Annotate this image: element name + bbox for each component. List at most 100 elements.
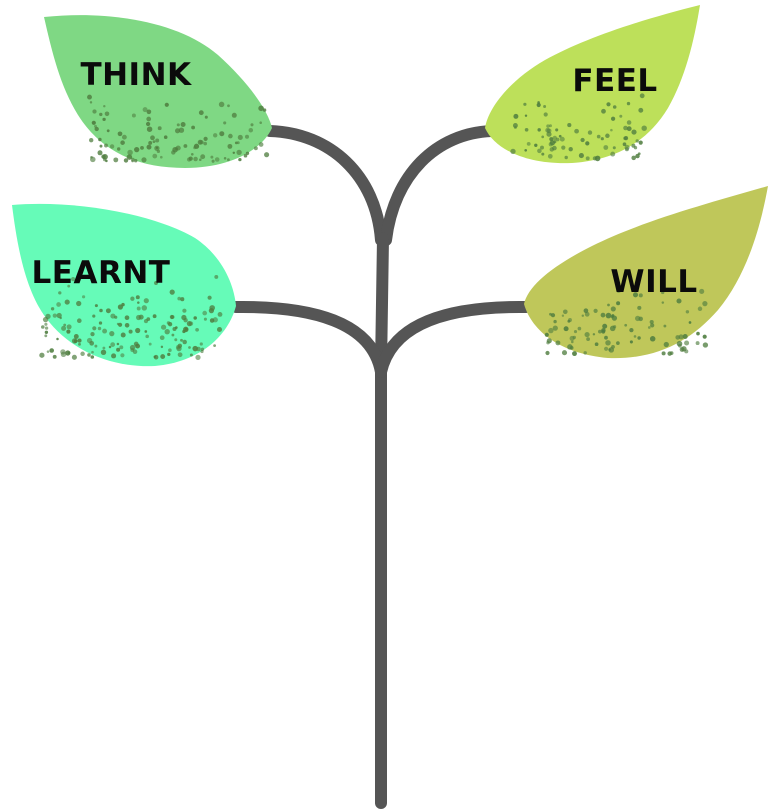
speckle-dot bbox=[610, 151, 616, 157]
speckle-dot bbox=[198, 110, 204, 116]
speckle-dot bbox=[203, 141, 207, 146]
speckle-dot bbox=[594, 342, 599, 347]
speckle-dot bbox=[146, 144, 152, 150]
speckle-dot bbox=[117, 131, 123, 137]
leaf-feel: FEEL bbox=[485, 5, 700, 164]
speckle-dot bbox=[46, 350, 50, 353]
leaf-think-shape bbox=[44, 15, 272, 169]
speckle-dot bbox=[126, 154, 133, 160]
speckle-dot bbox=[638, 293, 643, 298]
speckle-dot bbox=[228, 133, 233, 139]
upper-stem-joint bbox=[375, 232, 389, 374]
speckle-dot bbox=[580, 137, 585, 143]
speckle-dot bbox=[238, 157, 242, 162]
speckle-dot bbox=[141, 157, 147, 163]
speckle-dot bbox=[99, 112, 103, 117]
speckle-dot bbox=[583, 308, 589, 314]
speckle-dot bbox=[592, 333, 596, 336]
speckle-dot bbox=[526, 141, 531, 146]
speckle-dot bbox=[174, 326, 178, 329]
speckle-dot bbox=[585, 156, 590, 161]
speckle-dot bbox=[635, 315, 641, 322]
speckle-dot bbox=[120, 332, 126, 338]
speckle-dot bbox=[193, 156, 198, 162]
speckle-dot bbox=[45, 313, 51, 320]
speckle-dot bbox=[152, 314, 157, 319]
speckle-dot bbox=[250, 123, 254, 127]
speckle-dot bbox=[663, 324, 667, 328]
speckle-dot bbox=[264, 152, 270, 158]
speckle-dot bbox=[39, 352, 45, 358]
speckle-dot bbox=[537, 101, 540, 104]
speckle-dot bbox=[510, 148, 516, 155]
speckle-dot bbox=[633, 335, 637, 338]
speckle-dot bbox=[121, 134, 127, 140]
speckle-dot bbox=[182, 329, 186, 334]
speckle-dot bbox=[135, 327, 141, 334]
speckle-dot bbox=[572, 335, 576, 340]
speckle-dot bbox=[685, 310, 690, 314]
speckle-dot bbox=[141, 305, 148, 311]
speckle-dot bbox=[601, 108, 606, 114]
speckle-dot bbox=[183, 144, 188, 148]
speckle-dot bbox=[227, 143, 233, 149]
leaf-learnt-speckles bbox=[39, 274, 223, 361]
speckle-dot bbox=[136, 314, 142, 321]
speckle-dot bbox=[629, 340, 633, 344]
speckle-dot bbox=[568, 147, 573, 152]
speckle-dot bbox=[605, 340, 611, 346]
speckle-dot bbox=[111, 353, 117, 359]
speckle-dot bbox=[584, 332, 590, 338]
speckle-dot bbox=[624, 147, 629, 152]
speckle-dot bbox=[200, 154, 206, 160]
speckle-dot bbox=[94, 344, 98, 348]
speckle-dot bbox=[120, 140, 125, 145]
lower-branch-right bbox=[375, 300, 532, 378]
speckle-dot bbox=[90, 355, 95, 359]
speckle-dot bbox=[76, 300, 82, 307]
speckle-dot bbox=[603, 145, 609, 150]
speckle-dot bbox=[97, 326, 102, 331]
speckle-dot bbox=[66, 329, 71, 334]
speckle-dot bbox=[143, 298, 149, 304]
speckle-dot bbox=[214, 157, 220, 162]
speckle-dot bbox=[236, 149, 242, 156]
speckle-dot bbox=[663, 341, 669, 348]
speckle-dot bbox=[553, 140, 557, 144]
speckle-dot bbox=[193, 146, 197, 150]
speckle-dot bbox=[94, 126, 99, 132]
speckle-dot bbox=[541, 152, 545, 156]
speckle-dot bbox=[44, 326, 49, 330]
speckle-dot bbox=[131, 159, 134, 163]
speckle-dot bbox=[512, 123, 518, 128]
speckle-dot bbox=[258, 142, 264, 147]
speckle-dot bbox=[568, 318, 572, 322]
speckle-dot bbox=[585, 141, 590, 146]
speckle-dot bbox=[612, 325, 617, 329]
speckle-dot bbox=[213, 133, 218, 138]
speckle-dot bbox=[134, 159, 138, 163]
speckle-dot bbox=[153, 355, 157, 358]
speckle-dot bbox=[136, 306, 141, 311]
speckle-dot bbox=[207, 295, 212, 300]
speckle-dot bbox=[157, 126, 162, 131]
speckle-dot bbox=[610, 128, 613, 132]
speckle-dot bbox=[199, 342, 203, 346]
speckle-dot bbox=[524, 127, 529, 132]
speckle-dot bbox=[180, 122, 186, 127]
speckle-dot bbox=[124, 323, 130, 328]
speckle-dot bbox=[91, 350, 94, 354]
speckle-dot bbox=[181, 314, 187, 321]
speckle-dot bbox=[77, 338, 82, 343]
speckle-dot bbox=[626, 126, 632, 132]
speckle-dot bbox=[211, 159, 215, 163]
speckle-dot bbox=[534, 143, 538, 147]
speckle-dot bbox=[216, 326, 223, 333]
speckle-dot bbox=[128, 329, 133, 334]
speckle-dot bbox=[635, 139, 639, 143]
speckle-dot bbox=[188, 156, 193, 161]
speckle-dot bbox=[203, 317, 207, 321]
speckle-dot bbox=[549, 147, 555, 152]
speckle-dot bbox=[90, 331, 95, 337]
speckle-dot bbox=[124, 315, 130, 321]
